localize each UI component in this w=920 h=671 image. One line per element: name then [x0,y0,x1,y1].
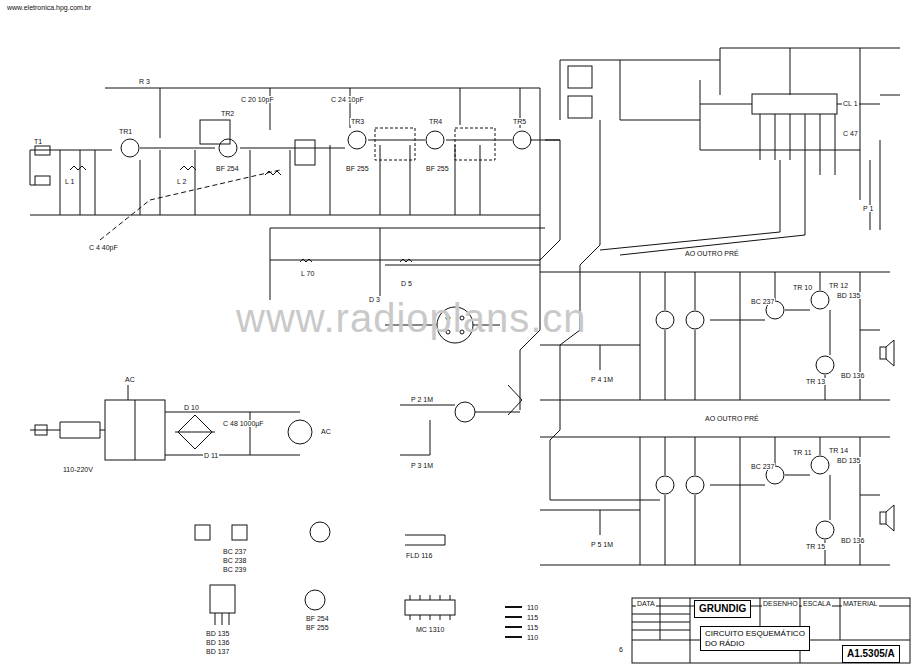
part-label: TR 10 [792,284,813,291]
part-label: P 4 1M [590,376,614,383]
part-label: P 2 1M [410,396,434,403]
part-label: BC 239 [222,566,247,573]
box-text: A1.5305/A [847,648,895,660]
part-label: TR 13 [805,378,826,385]
part-label: BD 137 [205,648,230,655]
part-label: TR 14 [828,447,849,454]
part-label: BC 237 [750,463,775,470]
part-label: BD 136 [840,372,865,379]
net-label: AO OUTRO PRÉ [704,415,760,422]
part-label: D 11 [203,452,219,459]
part-label: CL 1 [842,100,859,107]
part-label: TR5 [512,118,527,125]
part-label: C 24 10pF [330,96,365,103]
part-label: AC [124,376,136,383]
part-label: D 10 [183,404,200,411]
part-label: L 2 [176,178,187,185]
part-label: TR 12 [828,282,849,289]
part-label: C 20 10pF [240,96,275,103]
part-label: C 48 1000µF [222,420,265,427]
part-label: BD 135 [836,457,861,464]
part-label: P 5 1M [590,541,614,548]
part-label: MC 1310 [415,626,445,633]
title-block-cell: DATA [636,600,656,607]
box-text: CIRCUITO ESQUEMÁTICO [705,629,805,639]
part-label: BF 254 [215,165,240,172]
part-label: BF 254 [305,615,330,622]
url-note: www.eletronica.hpg.com.br [6,4,92,11]
voltage-label: 110 [526,604,539,611]
voltage-label: 110 [526,634,539,641]
net-label: AO OUTRO PRÉ [684,250,740,257]
voltage-label: 115 [526,624,539,631]
sheet-mark: 6 [618,646,624,653]
part-label: P 3 1M [410,462,434,469]
part-label: C 47 [842,130,859,137]
part-label: L 1 [64,178,75,185]
part-label: BD 135 [836,292,861,299]
drawing-number-box: A1.5305/A [842,645,900,663]
part-label: C 4 40pF [88,244,119,251]
part-label: BD 135 [205,630,230,637]
part-label: D 3 [368,296,381,303]
part-label: D 5 [400,280,413,287]
part-label: TR 15 [805,543,826,550]
part-label: T1 [33,138,43,145]
part-label: P 1 [862,205,874,212]
part-label: L 70 [300,270,315,277]
box-text: GRUNDIG [699,603,746,615]
part-label: TR3 [350,118,365,125]
part-label: AC [320,428,332,435]
part-label: TR2 [220,110,235,117]
part-label: BD 136 [205,639,230,646]
part-label: BC 237 [222,548,247,555]
box-text: DO RÁDIO [705,639,805,649]
part-label: BF 255 [345,165,370,172]
part-label: BF 255 [425,165,450,172]
watermark: www.radioplans.cn [235,298,588,338]
part-label: BD 136 [840,537,865,544]
title-block-cell: ESCALA [802,600,832,607]
part-label: BC 238 [222,557,247,564]
title-box: CIRCUITO ESQUEMÁTICODO RÁDIO [700,626,810,651]
part-label: TR1 [118,128,133,135]
part-label: TR4 [428,118,443,125]
part-label: 110-220V [62,466,94,473]
title-block-cell: DESENHO [762,600,799,607]
title-block-cell: MATERIAL [842,600,879,607]
part-label: TR 11 [792,449,813,456]
voltage-label: 115 [526,614,539,621]
part-label: R 3 [138,78,151,85]
part-label: BF 255 [305,624,330,631]
part-label: FLD 116 [405,552,433,559]
brand-box: GRUNDIG [694,600,751,618]
part-label: BC 237 [750,298,775,305]
